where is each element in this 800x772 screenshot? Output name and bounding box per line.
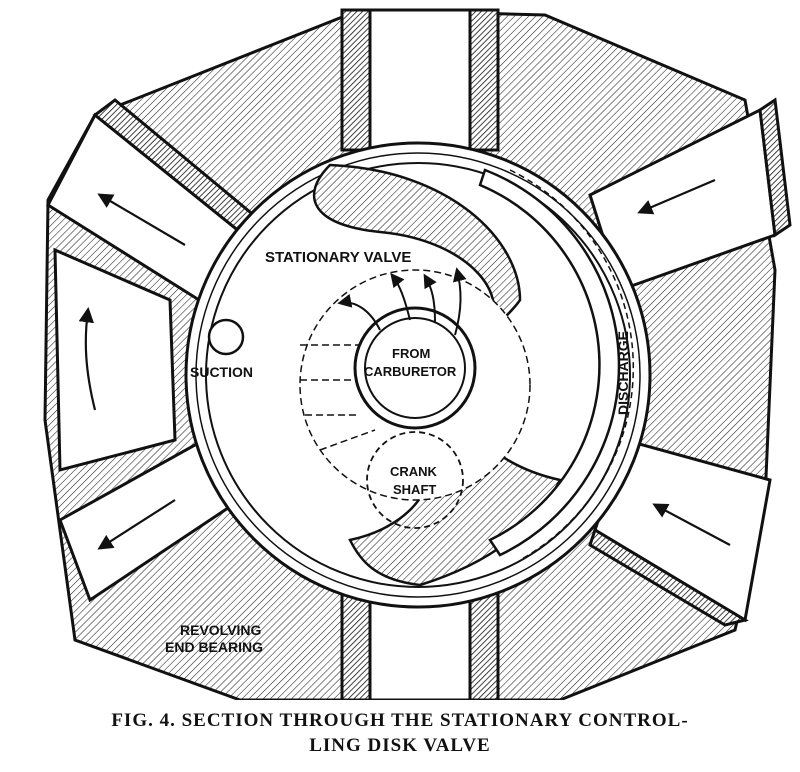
label-stationary-valve: STATIONARY VALVE (265, 249, 411, 266)
label-carburetor: CARBURETOR (364, 364, 457, 379)
label-revolving: REVOLVING (180, 622, 262, 638)
carburetor-port-inner (364, 317, 466, 419)
arrow-upper-left (97, 193, 186, 246)
discharge-arc-dashed (509, 169, 635, 561)
flow-arrow (452, 267, 467, 336)
port-channels (46, 8, 792, 700)
port-channel-bottom-wall-right (468, 583, 500, 700)
arrow-lower-right (652, 503, 731, 546)
label-shaft: SHAFT (393, 482, 436, 497)
port-channel-lower-right-wall (588, 527, 749, 627)
label-crank: CRANK (390, 464, 438, 479)
suction-port (207, 318, 245, 356)
label-discharge: DISCHARGE (615, 331, 631, 415)
figure-caption: FIG. 4. SECTION THROUGH THE STATIONARY C… (0, 708, 800, 758)
port-channel-top (340, 8, 372, 152)
flow-arrow (337, 293, 381, 331)
hub-dashed-lines (300, 344, 376, 451)
arrow-upper-right (637, 178, 716, 215)
caption-line-2: LING DISK VALVE (309, 735, 491, 756)
flow-arrow (423, 273, 437, 323)
crank-shaft-circle (366, 431, 464, 529)
stationary-valve-segment (313, 163, 562, 587)
disk-valve-section-diagram: STATIONARY VALVE FROM CARBURETOR SUCTION… (43, 8, 792, 700)
discharge-arc-channel (478, 168, 621, 557)
port-channel-top-inner (368, 8, 472, 152)
caption-line-1: FIG. 4. SECTION THROUGH THE STATIONARY C… (111, 710, 689, 731)
port-channel-top-wall (468, 8, 500, 152)
arrow-lower-left (97, 499, 176, 550)
label-end-bearing: END BEARING (165, 639, 263, 655)
label-suction: SUCTION (190, 364, 253, 380)
outer-ring-inner (195, 152, 641, 598)
port-channel-left (53, 247, 177, 472)
arrow-left-curve (78, 306, 97, 411)
flow-arrow (390, 272, 411, 321)
channel-flow-arrows (78, 178, 731, 550)
carburetor-flow-arrows (337, 267, 467, 336)
label-from: FROM (392, 346, 430, 361)
port-channel-upper-right-wall (758, 97, 792, 238)
